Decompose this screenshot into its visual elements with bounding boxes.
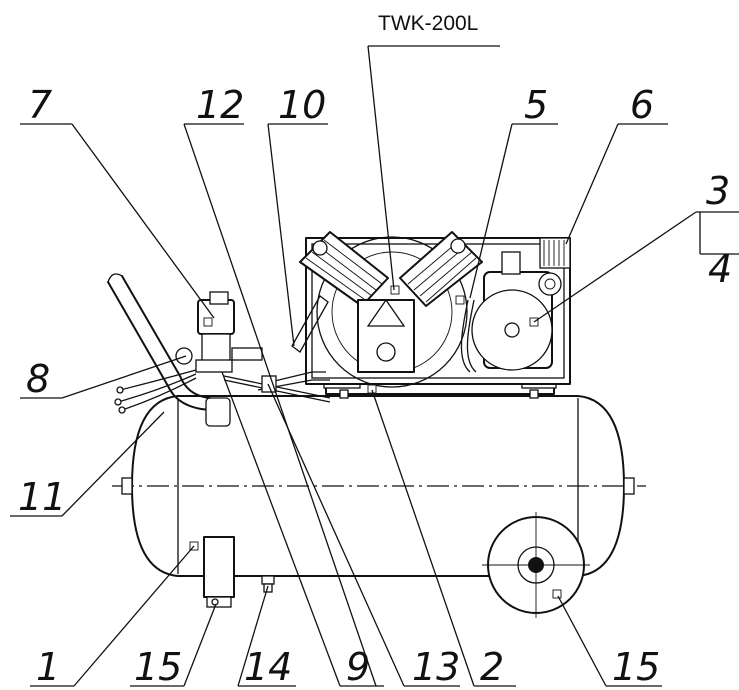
callout-7: 7: [28, 83, 52, 127]
power-cable: [114, 369, 197, 414]
callout-9: 9: [346, 645, 370, 689]
callout-14: 14: [244, 645, 292, 689]
callout-4: 4: [708, 247, 732, 291]
callout-5: 5: [524, 83, 548, 127]
callout-8: 8: [26, 357, 50, 401]
discharge-pipe: [223, 295, 477, 403]
cylinder-head-left: [299, 231, 389, 307]
callout-3: 3: [706, 169, 730, 213]
callout-15-right: 15: [612, 645, 660, 689]
callout-11: 11: [18, 475, 66, 519]
callout-12: 12: [196, 83, 244, 127]
callout-15-left: 15: [134, 645, 182, 689]
callout-13: 13: [412, 645, 460, 689]
cylinder-head-right: [399, 231, 483, 307]
callout-1: 1: [36, 645, 60, 689]
tank-foot: [203, 536, 235, 608]
callout-2: 2: [480, 645, 504, 689]
callout-6: 6: [630, 83, 654, 127]
pressure-switch: [175, 291, 263, 373]
leader-lines: [10, 45, 739, 687]
callout-10: 10: [278, 83, 326, 127]
crankcase: [357, 298, 415, 373]
electric-motor: [471, 237, 571, 371]
model-label: TWK-200L: [378, 12, 478, 35]
wheel: [482, 512, 590, 618]
drain-valve: [261, 575, 275, 593]
